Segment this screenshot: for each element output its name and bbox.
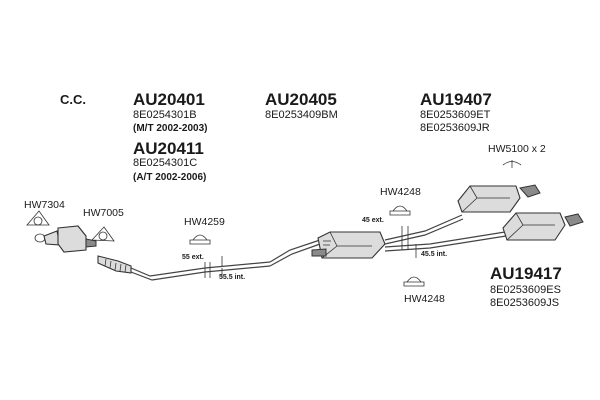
au19407-part-2: 8E0253609JR [420,122,490,134]
au20401-code: AU20401 [133,90,205,109]
au19417-part-1: 8E0253609ES [490,284,561,296]
dim-55-5-int: 55.5 int. [219,274,246,281]
hw7005-label: HW7005 [83,207,124,219]
au19417-code: AU19417 [490,264,562,283]
hw4248-bottom-label: HW4248 [404,293,445,305]
gasket-hw7005-drawing [91,226,115,242]
front-flex-pipe-drawing [97,255,271,281]
hanger-hw5100-drawing [502,160,522,168]
clamp-hw4248-top-drawing [389,205,411,216]
y-pipe-drawing [384,214,507,258]
catalytic-converter-drawing [34,225,97,253]
au20405-part: 8E0253409BM [265,109,338,121]
au19417-part-2: 8E0253609JS [490,297,560,309]
dim-55-ext: 55 ext. [182,254,204,261]
au20401-part: 8E0254301B [133,109,197,121]
clamp-hw4248-bottom-drawing [403,276,425,287]
hw4259-label: HW4259 [184,216,225,228]
dim-45-ext: 45 ext. [362,217,384,224]
au19407-part-1: 8E0253609ET [420,109,491,121]
au19407-code: AU19407 [420,90,492,109]
au20401-note: (M/T 2002-2003) [133,123,208,134]
au20405-code: AU20405 [265,90,337,109]
intermediate-pipe-drawing [204,239,321,278]
rear-muffler-top-drawing [457,184,541,213]
hw7304-label: HW7304 [24,199,65,211]
hw5100-label: HW5100 x 2 [488,143,546,155]
center-muffler-drawing [311,231,386,259]
clamp-hw4259-drawing [189,234,211,245]
dim-45-5-int: 45.5 int. [421,251,448,258]
au20411-part: 8E0254301C [133,157,198,169]
au20411-note: (A/T 2002-2006) [133,172,207,183]
hw4248-top-label: HW4248 [380,186,421,198]
gasket-hw7304-drawing [26,210,50,226]
rear-muffler-bottom-drawing [502,212,584,241]
au20411-code: AU20411 [133,139,204,158]
cc-label: C.C. [60,92,86,107]
